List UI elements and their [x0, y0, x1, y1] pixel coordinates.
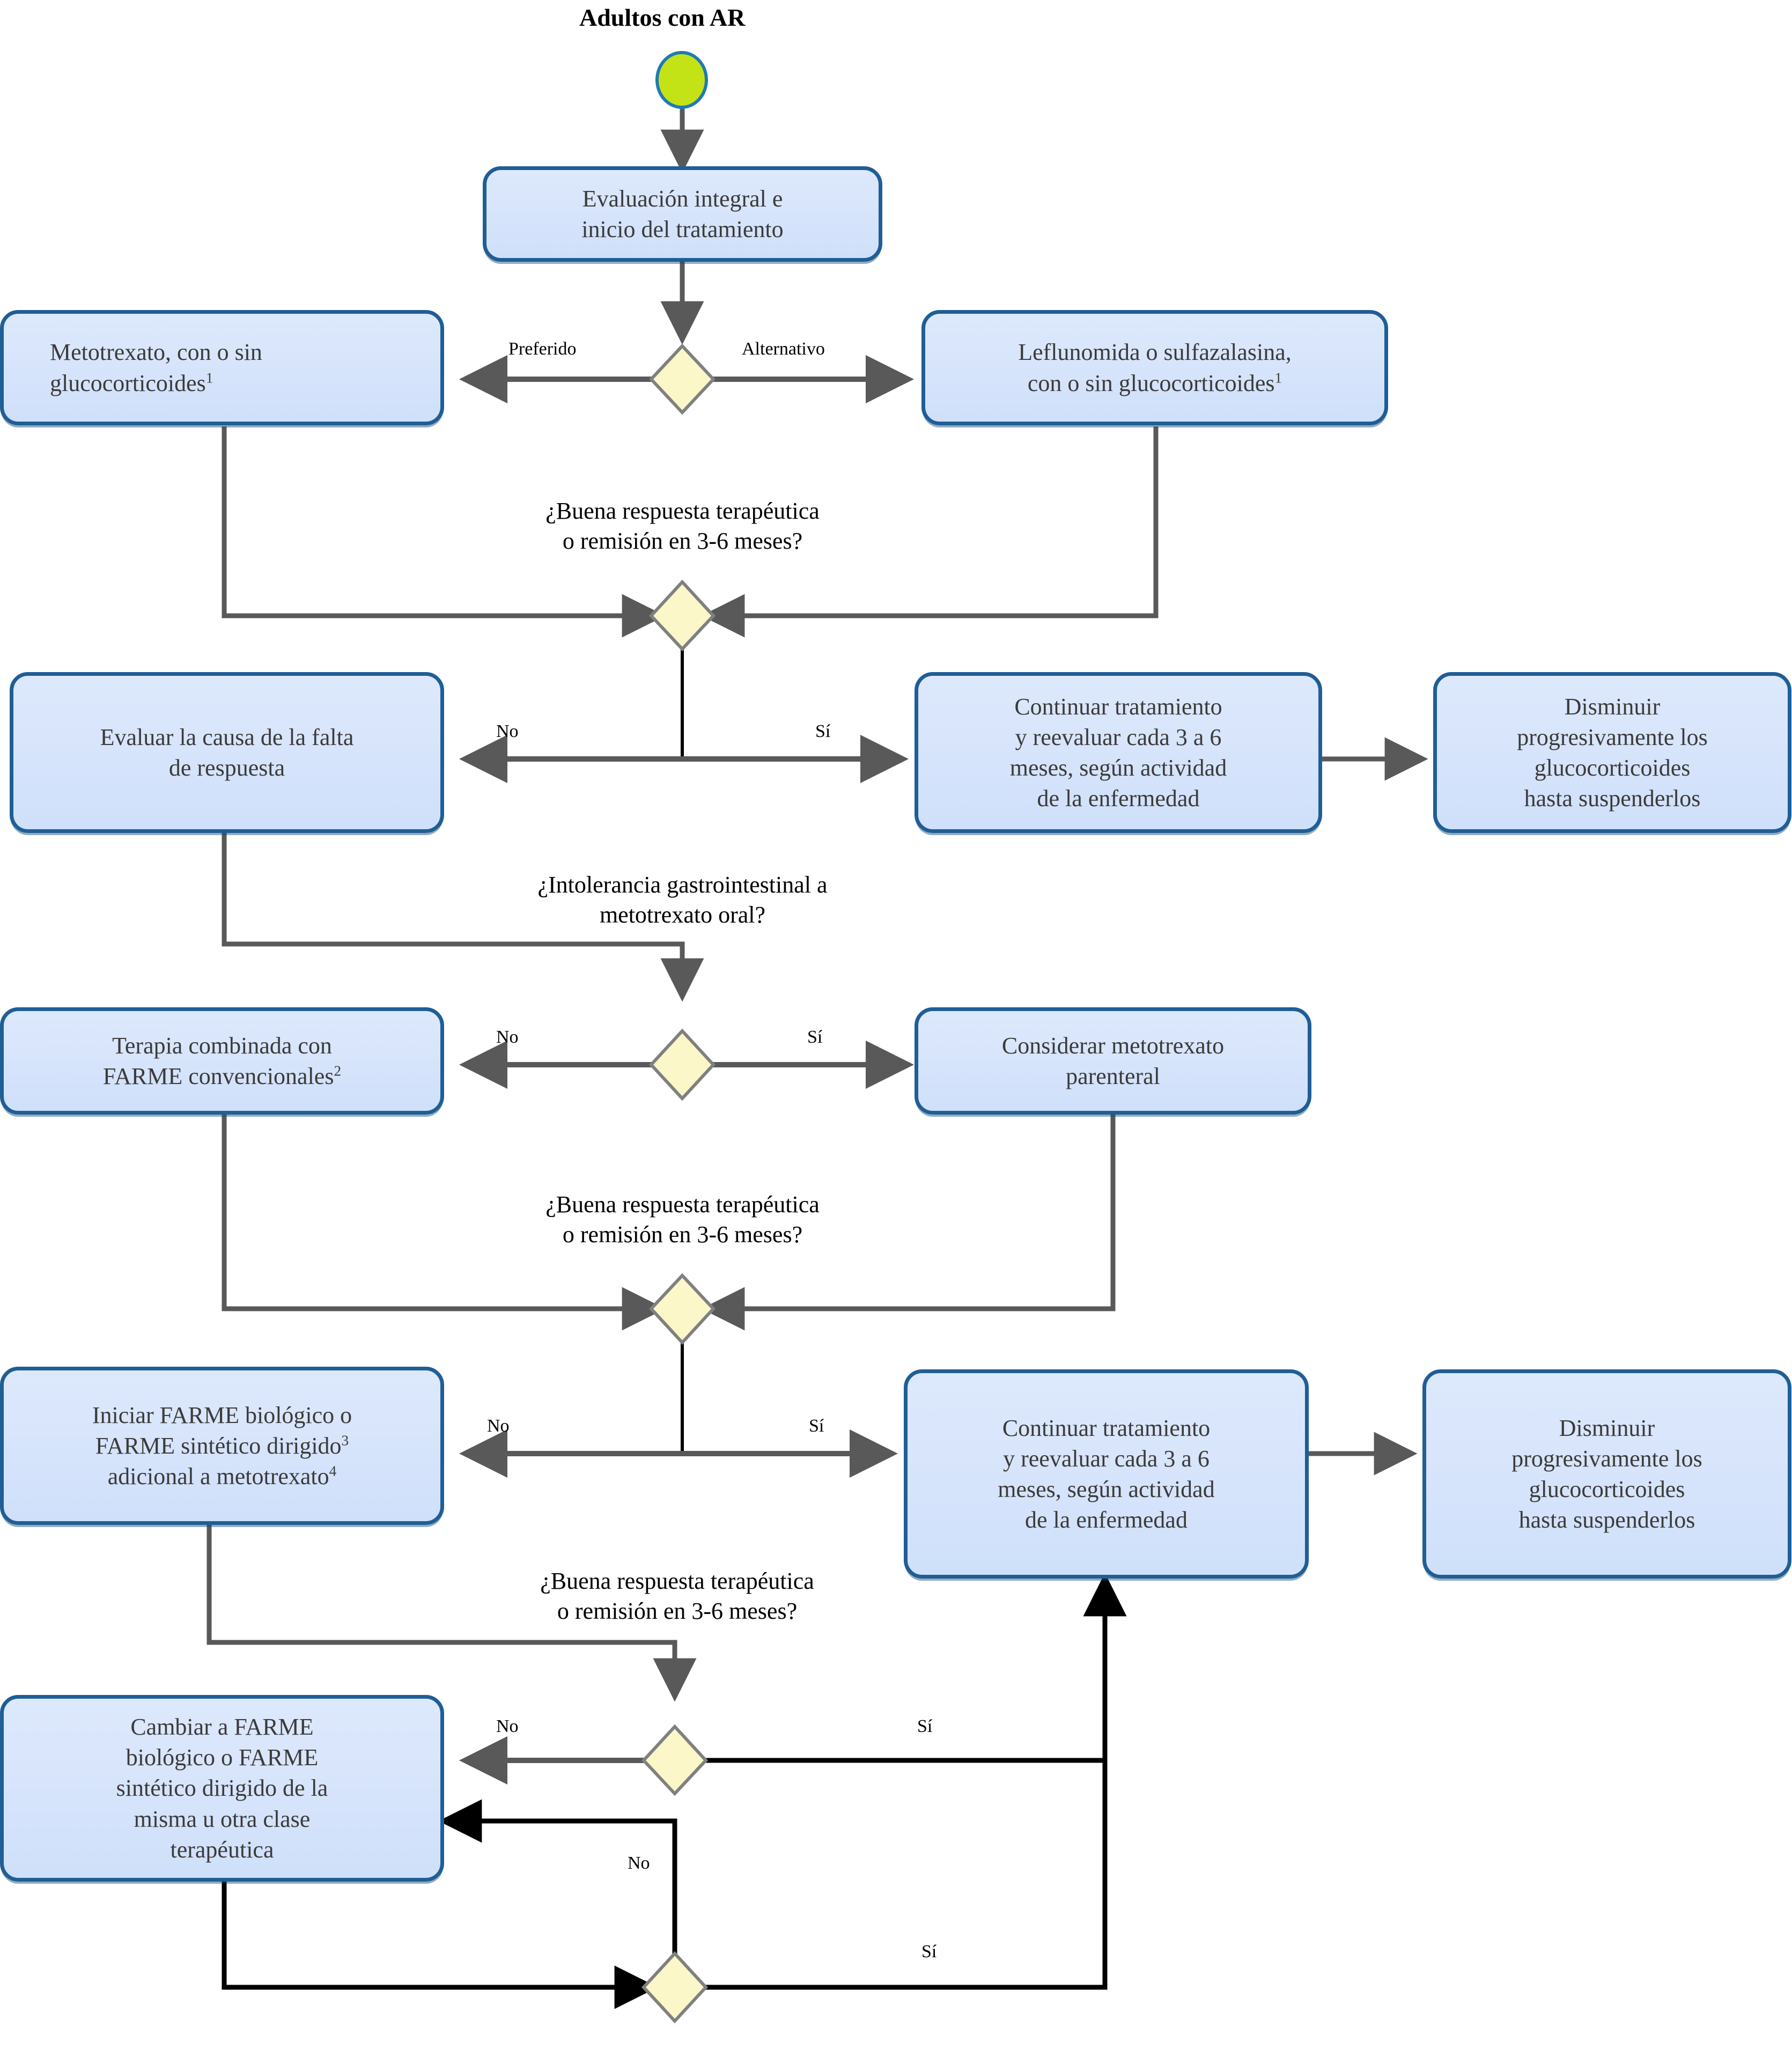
- node-line: Continuar tratamiento: [1002, 1414, 1211, 1441]
- question-label-1: ¿Buena respuesta terapéutica o remisión …: [483, 496, 882, 557]
- question-label-2: ¿Intolerancia gastrointestinal a metotre…: [483, 870, 882, 931]
- footnote-ref: 3: [341, 1432, 349, 1449]
- node-disminuir-glucocorticoides-1: Disminuir progresivamente los glucocorti…: [1433, 672, 1791, 833]
- question-label-4: ¿Buena respuesta terapéutica o remisión …: [477, 1566, 877, 1627]
- edge-label-si-4: Sí: [917, 1716, 933, 1736]
- footnote-ref: 2: [334, 1063, 342, 1079]
- node-line: Cambiar a FARME: [130, 1714, 314, 1741]
- node-line: de la enfermedad: [1037, 785, 1200, 812]
- question-line: o remisión en 3-6 meses?: [557, 1598, 798, 1625]
- edge-label-preferido: Preferido: [508, 339, 577, 359]
- node-cambiar-farme: Cambiar a FARME biológico o FARME sintét…: [0, 1695, 444, 1882]
- question-line: ¿Buena respuesta terapéutica: [540, 1568, 814, 1594]
- edge-label-si-3: Sí: [809, 1416, 824, 1436]
- node-metotrexato-parenteral: Considerar metotrexato parenteral: [915, 1007, 1311, 1115]
- node-line: progresivamente los: [1517, 724, 1708, 750]
- footnote-ref: 1: [1274, 369, 1282, 386]
- node-line: meses, según actividad: [998, 1476, 1215, 1502]
- node-line: Leflunomida o sulfazalasina,: [1018, 339, 1292, 366]
- node-line: Metotrexato, con o sin: [50, 339, 262, 366]
- node-line: Disminuir: [1559, 1414, 1655, 1441]
- node-metotrexato: Metotrexato, con o sin glucocorticoides1: [0, 310, 444, 425]
- node-line: Evaluación integral e: [582, 185, 783, 212]
- node-line: biológico o FARME: [126, 1744, 319, 1771]
- node-line: parenteral: [1066, 1063, 1160, 1089]
- node-line: Continuar tratamiento: [1014, 693, 1222, 720]
- node-line: adicional a metotrexato: [107, 1463, 329, 1490]
- footnote-ref: 4: [329, 1463, 337, 1479]
- edge-label-no-3: No: [487, 1416, 510, 1436]
- node-leflunomida: Leflunomida o sulfazalasina, con o sin g…: [921, 310, 1388, 425]
- node-line: hasta suspenderlos: [1518, 1507, 1695, 1533]
- edge-label-no-2: No: [496, 1027, 519, 1047]
- node-evaluar-causa: Evaluar la causa de la falta de respuest…: [10, 672, 444, 833]
- node-line: terapéutica: [170, 1836, 274, 1863]
- question-label-3: ¿Buena respuesta terapéutica o remisión …: [483, 1190, 882, 1250]
- node-terapia-combinada: Terapia combinada con FARME convencional…: [0, 1007, 444, 1115]
- node-line: FARME sintético dirigido: [95, 1432, 342, 1459]
- node-line: de la enfermedad: [1025, 1507, 1188, 1533]
- node-line: sintético dirigido de la: [116, 1775, 328, 1802]
- edge-label-si-5: Sí: [921, 1942, 937, 1962]
- node-iniciar-farme: Iniciar FARME biológico o FARME sintétic…: [0, 1367, 444, 1525]
- edge-label-no-5: No: [628, 1853, 650, 1873]
- edge-label-si-2: Sí: [807, 1027, 823, 1047]
- node-line: Iniciar FARME biológico o: [92, 1402, 352, 1428]
- node-evaluacion-inicial: Evaluación integral e inicio del tratami…: [483, 166, 882, 262]
- edge-label-alternativo: Alternativo: [742, 339, 825, 359]
- node-continuar-tratamiento-1: Continuar tratamiento y reevaluar cada 3…: [915, 672, 1322, 833]
- question-line: ¿Buena respuesta terapéutica: [545, 498, 820, 524]
- node-line: inicio del tratamiento: [581, 216, 784, 242]
- edge-label-no-4: No: [496, 1716, 519, 1736]
- node-line: con o sin glucocorticoides: [1027, 370, 1275, 396]
- start-node: [655, 51, 708, 109]
- node-line: y reevaluar cada 3 a 6: [1003, 1445, 1210, 1472]
- node-line: meses, según actividad: [1009, 755, 1227, 781]
- node-line: Disminuir: [1564, 693, 1661, 720]
- node-line: progresivamente los: [1511, 1445, 1702, 1472]
- node-line: FARME convencionales: [102, 1063, 334, 1089]
- edge-label-no-1: No: [496, 721, 519, 741]
- question-line: ¿Buena respuesta terapéutica: [545, 1191, 820, 1218]
- node-continuar-tratamiento-2: Continuar tratamiento y reevaluar cada 3…: [904, 1369, 1309, 1579]
- node-line: de respuesta: [168, 755, 285, 781]
- footnote-ref: 1: [205, 369, 213, 386]
- page-title: Adultos con AR: [579, 4, 746, 31]
- node-line: Considerar metotrexato: [1001, 1032, 1225, 1059]
- question-line: ¿Intolerancia gastrointestinal a: [537, 872, 828, 898]
- node-line: misma u otra clase: [134, 1805, 311, 1832]
- node-line: Terapia combinada con: [112, 1032, 332, 1059]
- node-line: glucocorticoides: [1529, 1476, 1685, 1502]
- node-line: hasta suspenderlos: [1524, 785, 1701, 812]
- question-line: o remisión en 3-6 meses?: [562, 1221, 803, 1248]
- node-line: y reevaluar cada 3 a 6: [1015, 724, 1222, 750]
- node-line: Evaluar la causa de la falta: [100, 724, 354, 750]
- node-disminuir-glucocorticoides-2: Disminuir progresivamente los glucocorti…: [1422, 1369, 1791, 1579]
- question-line: o remisión en 3-6 meses?: [562, 528, 803, 555]
- question-line: metotrexato oral?: [599, 902, 766, 928]
- node-line: glucocorticoides: [1534, 755, 1691, 781]
- edge-label-si-1: Sí: [815, 721, 831, 741]
- node-line: glucocorticoides: [50, 370, 206, 396]
